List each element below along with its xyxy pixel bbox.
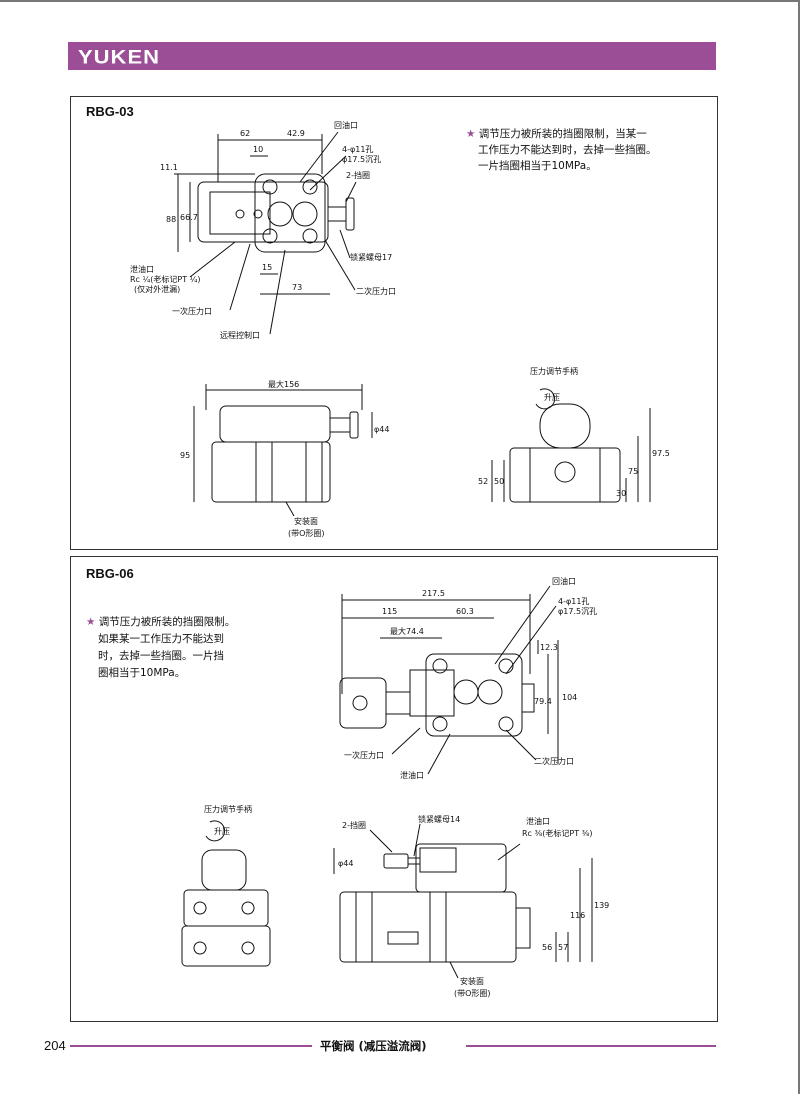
- rbg03-top-view-drawing: 62 42.9 10 11.1 88 66.7 15 73 回油口 4-φ11孔…: [130, 120, 396, 340]
- footer-title: 平衡阀 (减压溢流阀): [320, 1039, 427, 1053]
- rbg03-dim-52: 52: [478, 477, 488, 486]
- rbg06-label-mount-face: 安装面: [460, 976, 484, 986]
- rbg06-note-line: 调节压力被所装的挡圈限制。: [98, 616, 236, 628]
- rbg06-dim-104: 104: [562, 693, 577, 702]
- rbg06-label-primary-port: 一次压力口: [344, 750, 384, 760]
- rbg03-label-drain-port: 泄油口: [130, 264, 154, 274]
- rbg03-note-line: 一片挡圈相当于10MPa。: [478, 160, 597, 172]
- rbg06-front-view-drawing: 2-挡圈 锁紧螺母14 泄油口 Rc ⅜(老标记PT ⅜) 安装面 (带O形圈)…: [333, 814, 609, 998]
- rbg03-note-line: 调节压力被所装的挡圈限制，当某一: [478, 128, 647, 140]
- rbg06-label-retainer-rings: 2-挡圈: [342, 820, 366, 830]
- rbg03-panel: [70, 96, 718, 550]
- rbg06-note-line: 时，去掉一些挡圈。一片挡: [98, 650, 224, 662]
- rbg06-label-lock-nut: 锁紧螺母14: [418, 814, 460, 824]
- page-frame-top: [0, 0, 800, 2]
- rbg03-title: RBG-03: [86, 104, 134, 119]
- rbg03-label-secondary-port: 二次压力口: [356, 286, 396, 296]
- rbg03-dim-50: 50: [494, 477, 504, 486]
- rbg03-label-remote-port: 远程控制口: [220, 330, 260, 340]
- rbg03-dim-88: 88: [166, 215, 176, 224]
- rbg06-label-raise: 升压: [214, 827, 230, 836]
- rbg03-dim-phi44: φ44: [374, 425, 389, 434]
- rbg06-dim-12-3: 12.3: [540, 643, 558, 652]
- rbg03-label-lock-nut: 锁紧螺母17: [350, 252, 392, 262]
- rbg06-top-view-drawing: 217.5 115 60.3 最大74.4 12.3 104 79.4 回油口 …: [339, 576, 597, 780]
- rbg06-dim-116: 116: [570, 911, 585, 920]
- rbg06-dim-79-4: 79.4: [534, 697, 552, 706]
- rbg03-label-retainer-rings: 2-挡圈: [346, 170, 370, 180]
- rbg03-label-knob: 压力调节手柄: [530, 366, 578, 376]
- star-icon: ★: [466, 128, 476, 140]
- rbg03-label-holes: 4-φ11孔: [342, 145, 373, 154]
- rbg03-dim-10: 10: [253, 145, 263, 154]
- rbg06-note-line: 如果某一工作压力不能达到: [98, 633, 224, 645]
- rbg06-dim-56: 56: [542, 943, 552, 952]
- rbg03-label-o-ring: (带O形圈): [288, 529, 325, 538]
- rbg03-dim-30: 30: [616, 489, 626, 498]
- footer-rule-right: [466, 1045, 716, 1047]
- rbg06-label-drain-port: 泄油口: [526, 816, 550, 826]
- rbg03-label-primary-port: 一次压力口: [172, 306, 212, 316]
- rbg06-title: RBG-06: [86, 566, 134, 581]
- page-number: 204: [44, 1038, 66, 1053]
- rbg06-label-counterbore: φ17.5沉孔: [558, 607, 597, 616]
- rbg06-note-line: 圈相当于10MPa。: [98, 667, 186, 679]
- rbg06-label-holes: 4-φ11孔: [558, 597, 589, 606]
- rbg03-side-view-drawing: 压力调节手柄 升压 52 50 30 75 97.5: [478, 366, 670, 503]
- rbg03-dim-62: 62: [240, 129, 250, 138]
- star-icon: ★: [86, 616, 96, 628]
- rbg03-dim-15: 15: [262, 263, 272, 272]
- rbg06-dim-139: 139: [594, 901, 609, 910]
- rbg06-side-view-drawing: 压力调节手柄 升压: [181, 804, 271, 967]
- rbg06-label-return-port: 回油口: [552, 576, 576, 586]
- rbg06-note: ★ 调节压力被所装的挡圈限制。 如果某一工作压力不能达到 时，去掉一些挡圈。一片…: [86, 614, 286, 682]
- rbg03-note: ★ 调节压力被所装的挡圈限制，当某一 工作压力不能达到时，去掉一些挡圈。 一片挡…: [466, 126, 706, 174]
- rbg03-front-view-drawing: 最大156 95 φ44 安装面 (带O形圈): [180, 379, 389, 538]
- rbg03-label-return-port: 回油口: [334, 120, 358, 130]
- rbg06-label-drain-port: 泄油口: [400, 770, 424, 780]
- rbg03-dim-75: 75: [628, 467, 638, 476]
- rbg06-dim-60-3: 60.3: [456, 607, 474, 616]
- yuken-logo: YUKEN: [78, 45, 161, 68]
- rbg06-label-rc: Rc ⅜(老标记PT ⅜): [522, 828, 593, 838]
- rbg06-dim-57: 57: [558, 943, 568, 952]
- rbg03-dim-95: 95: [180, 451, 190, 460]
- rbg06-label-o-ring: (带O形圈): [454, 989, 491, 998]
- rbg03-label-raise: 升压: [544, 393, 560, 402]
- rbg06-label-secondary-port: 二次压力口: [534, 756, 574, 766]
- footer-rule-left: [70, 1045, 312, 1047]
- rbg03-dim-73: 73: [292, 283, 302, 292]
- rbg06-dim-max74-4: 最大74.4: [390, 626, 424, 636]
- rbg06-label-knob: 压力调节手柄: [204, 804, 252, 814]
- rbg03-dim-97-5: 97.5: [652, 449, 670, 458]
- header-bar: [68, 42, 716, 70]
- rbg03-label-counterbore: φ17.5沉孔: [342, 155, 381, 164]
- rbg03-dim-11-1: 11.1: [160, 163, 178, 172]
- page-frame-right: [798, 0, 800, 1094]
- rbg03-label-rc: Rc ¼(老标记PT ¼): [130, 274, 201, 284]
- rbg03-dim-42-9: 42.9: [287, 129, 305, 138]
- rbg03-label-mount-face: 安装面: [294, 516, 318, 526]
- rbg06-dim-phi44: φ44: [338, 859, 353, 868]
- rbg03-note-line: 工作压力不能达到时，去掉一些挡圈。: [478, 144, 657, 156]
- rbg03-label-external-only: (仅对外泄漏): [134, 284, 180, 294]
- rbg03-dim-max156: 最大156: [268, 379, 299, 389]
- rbg03-dim-66-7: 66.7: [180, 213, 198, 222]
- rbg06-dim-217-5: 217.5: [422, 589, 445, 598]
- rbg06-dim-115: 115: [382, 607, 397, 616]
